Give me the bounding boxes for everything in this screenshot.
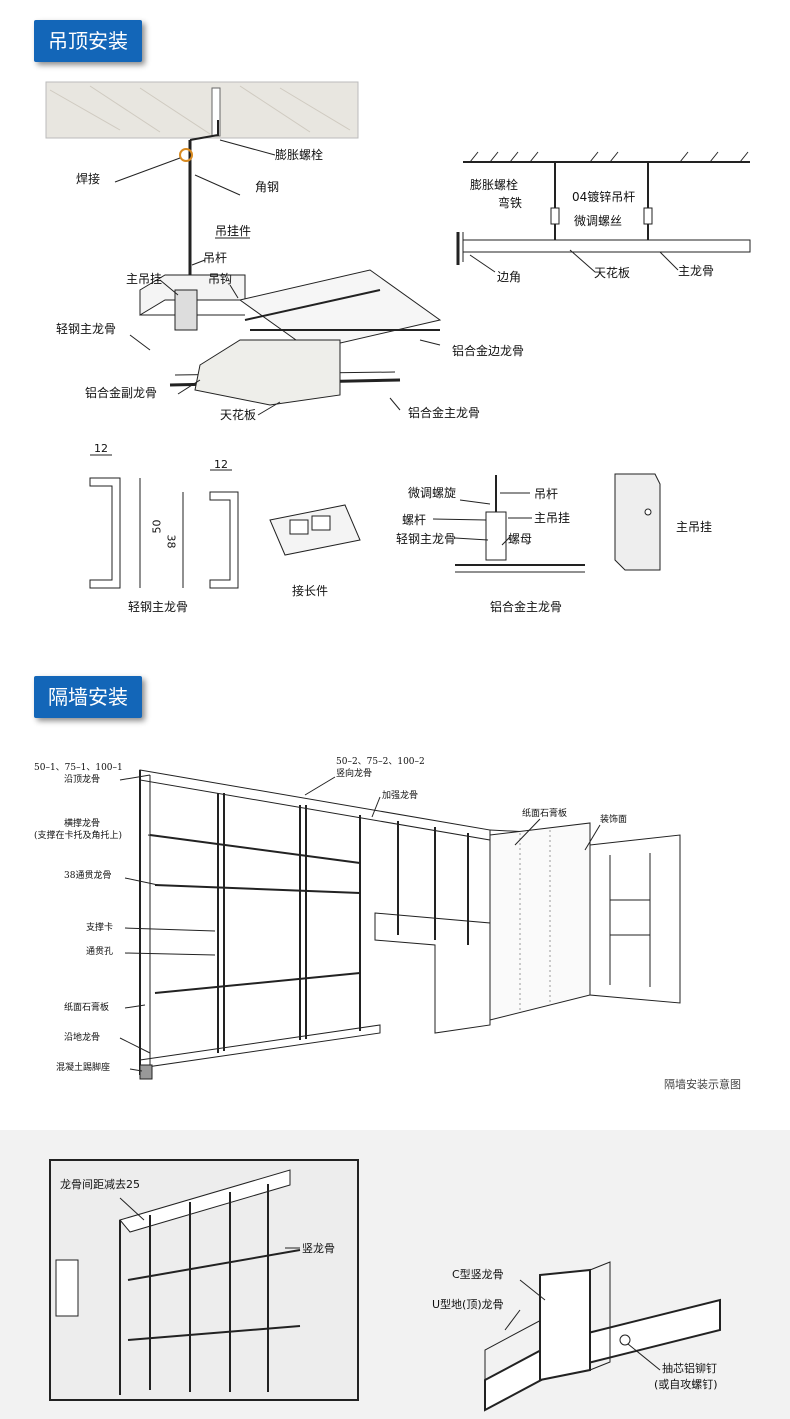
label-detail-light-steel-main-keel: 轻钢主龙骨 [128,600,189,614]
label-extension-part: 接长件 [292,584,329,598]
label-top-keel: 沿顶龙骨 [64,775,101,785]
partition-caption: 隔墙安装示意图 [664,1078,741,1091]
label-u-track: U型地(顶)龙骨 [432,1298,504,1311]
label-top-sizes: 50–1、75–1、100–1 [34,763,123,773]
label-hanger-part: 吊挂件 [215,224,252,238]
label-through-keel: 38通贯龙骨 [64,871,112,881]
bottom-diagrams: 龙骨间距减去25 竖龙骨 C型竖龙骨 U型地(顶)龙骨 抽芯铝铆钉 (或自攻螺钉… [0,1130,790,1419]
label-bent-iron: 弯铁 [498,196,523,210]
label-alu-main-keel: 铝合金主龙骨 [408,406,481,420]
label-corner: 边角 [497,270,522,284]
label-detail-main-hanger-2: 主吊挂 [676,520,713,534]
partition-diagram: 50–1、75–1、100–1 沿顶龙骨 50–2、75–2、100–2 竖向龙… [0,735,790,1105]
label-gypsum-board-top: 纸面石膏板 [522,809,568,819]
label-spacing-note: 龙骨间距减去25 [60,1178,140,1191]
label-fine-screw: 微调螺丝 [574,214,623,228]
label-finish-face: 装饰面 [600,815,628,825]
label-brace-keel: 横撑龙骨 [64,819,101,829]
label-welding: 焊接 [76,172,101,186]
label-floor-keel: 沿地龙骨 [64,1033,101,1043]
label-angle-steel: 角钢 [255,180,280,194]
ceiling-diagram: 膨胀螺栓 焊接 角钢 吊挂件 吊杆 主吊挂 吊钩 轻钢主龙骨 铝合金边龙骨 铝合… [0,0,790,620]
label-alu-sub-keel: 铝合金副龙骨 [85,386,158,400]
label-detail-light-steel-main-keel-2: 轻钢主龙骨 [396,532,457,546]
label-stud-keel: 竖向龙骨 [336,769,373,779]
label-fine-knob: 微调螺旋 [408,486,457,500]
label-support-clip: 支撑卡 [86,923,114,933]
label-section-main-keel: 主龙骨 [678,264,715,278]
label-screw-rod: 螺杆 [402,513,427,527]
label-reinforce-keel: 加强龙骨 [382,791,419,801]
label-concrete-skirting: 混凝土踢脚座 [56,1063,111,1073]
label-light-steel-main-keel: 轻钢主龙骨 [56,322,117,336]
dim-12-a: 12 [94,442,108,455]
bottom-diagrams-drawing [49,1159,721,1412]
label-rod: 吊杆 [203,251,228,265]
label-alu-edge-keel: 铝合金边龙骨 [452,344,525,358]
label-c-stud: C型竖龙骨 [452,1268,504,1281]
label-gypsum-board: 纸面石膏板 [64,1003,110,1013]
label-nut: 螺母 [508,532,533,546]
label-rivet-alt: (或自攻螺钉) [654,1378,718,1391]
label-detail-main-hanger: 主吊挂 [534,511,571,525]
label-hook: 吊钩 [208,272,233,286]
label-ceiling-board: 天花板 [220,408,257,422]
label-galv-rod: 04镀锌吊杆 [572,190,636,204]
label-detail-alu-main-keel: 铝合金主龙骨 [490,600,563,614]
ceiling-section-tab: 吊顶安装 [34,20,142,62]
label-section-ceiling-board: 天花板 [594,266,631,280]
label-rivet: 抽芯铝铆钉 [662,1362,717,1375]
label-brace-note: (支撑在卡托及角托上) [34,831,123,841]
label-expansion-bolt: 膨胀螺栓 [275,148,324,162]
ceiling-diagram-drawing [45,81,751,589]
partition-diagram-drawing [119,769,681,1080]
label-stud-sizes: 50–2、75–2、100–2 [336,757,425,767]
dim-12-b: 12 [214,458,228,471]
label-main-hanger: 主吊挂 [126,272,163,286]
label-section-expansion-bolt: 膨胀螺栓 [470,178,519,192]
label-through-hole: 通贯孔 [86,947,114,957]
dim-38: 38 [164,534,178,549]
label-detail-rod: 吊杆 [534,487,559,501]
partition-section-tab: 隔墙安装 [34,676,142,718]
label-vertical-keel: 竖龙骨 [302,1242,335,1255]
dim-50: 50 [150,519,164,534]
